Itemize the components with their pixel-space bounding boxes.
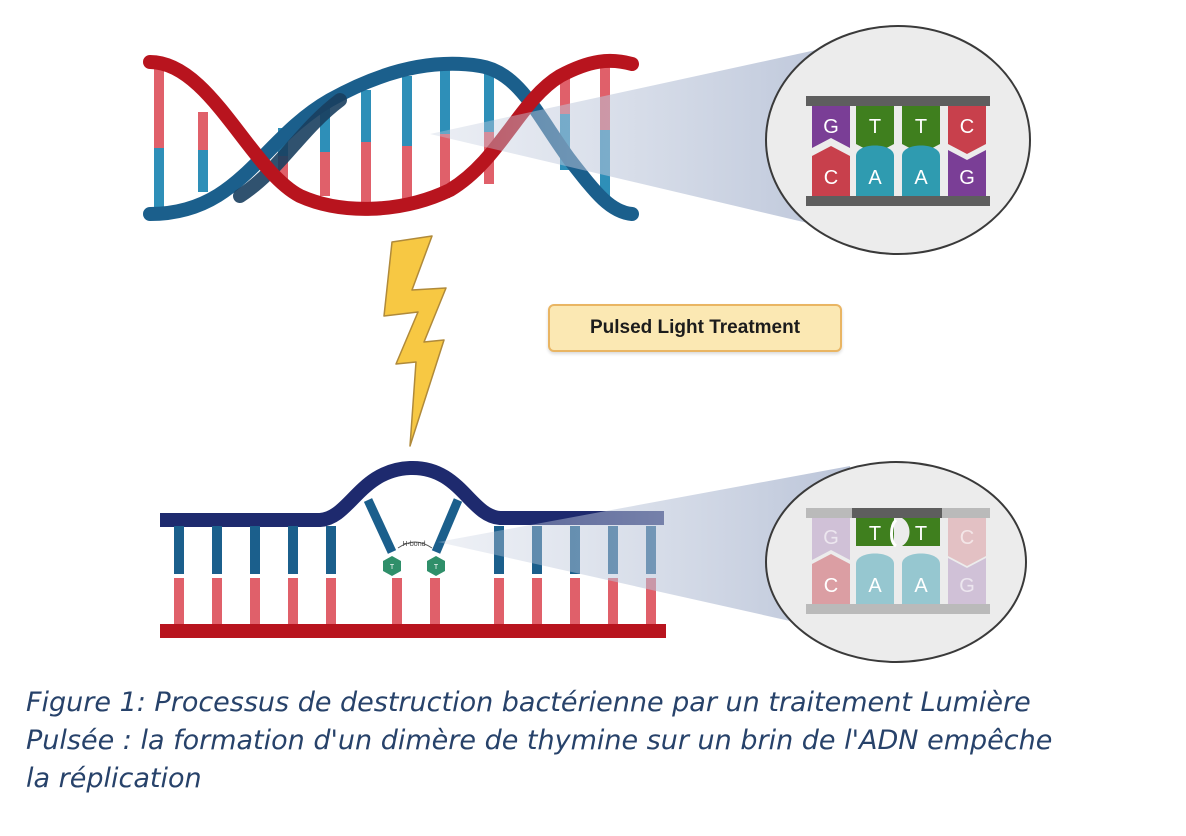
top-base-g: G (823, 116, 839, 138)
top-base-a1: A (868, 167, 882, 189)
lightning-bolt-icon (383, 235, 447, 447)
thymine-dimer: H-bond T T (383, 541, 445, 576)
bottom-base-c: C (960, 527, 974, 549)
double-helix (143, 53, 639, 221)
top-base-t2: T (915, 116, 927, 138)
bottom-base-g: G (823, 527, 839, 549)
zoom-circle-bottom: G T T C C A A G (765, 461, 1027, 663)
bottom-base-t1: T (869, 523, 881, 545)
dimer-base-2: T (434, 564, 439, 571)
top-base-g-lower: G (959, 167, 975, 189)
figure-caption: Figure 1: Processus de destruction bacté… (26, 684, 1176, 798)
top-base-a2: A (914, 167, 928, 189)
bottom-base-a2: A (914, 575, 928, 597)
bottom-lower-strand: C A A G (812, 553, 986, 604)
caption-line-3: la réplication (26, 763, 202, 794)
top-base-t1: T (869, 116, 881, 138)
top-base-c-lower: C (824, 167, 838, 189)
red-backbone-bottom (160, 624, 666, 638)
bottom-base-g-lower: G (959, 575, 975, 597)
red-backbone (143, 53, 639, 216)
navy-backbone (160, 460, 664, 527)
zoom-cone-bottom (438, 466, 850, 634)
bottom-base-t2: T (915, 523, 927, 545)
top-upper-strand: G T T C (812, 106, 986, 154)
dna-diagram: G T T C C A A G (143, 25, 1031, 663)
zoom-circle-top: G T T C C A A G (765, 25, 1031, 255)
bottom-upper-strand: G T T C (812, 518, 986, 566)
bottom-base-c-lower: C (824, 575, 838, 597)
dimer-base-1: T (390, 564, 395, 571)
top-base-c: C (960, 116, 974, 138)
hbond-label: H-bond (403, 541, 426, 548)
caption-line-2: Pulsée : la formation d'un dimère de thy… (26, 725, 1053, 756)
treatment-label: Pulsed Light Treatment (548, 304, 842, 352)
caption-line-1: Figure 1: Processus de destruction bacté… (26, 687, 1031, 718)
top-lower-strand: C A A G (812, 145, 986, 196)
bottom-base-a1: A (868, 575, 882, 597)
zoom-cone-top (430, 40, 880, 240)
